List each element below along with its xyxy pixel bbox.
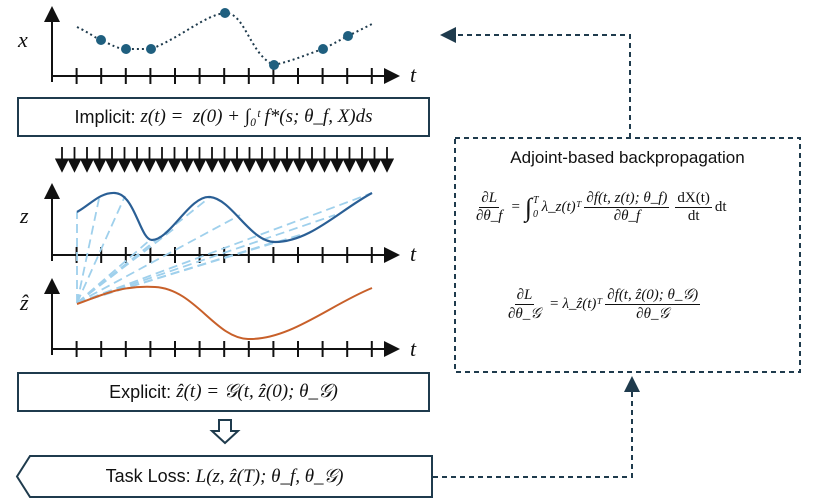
eq1-lambda: λ_z(t)ᵀ: [541, 199, 582, 215]
adjoint-panel-title: Adjoint-based backpropagation: [510, 148, 745, 167]
zhat-curve: [76, 285, 373, 341]
zhat-axis-label: ẑ: [20, 290, 29, 315]
task-loss-box: Task Loss: L(z, ẑ(T); θ_f, θ_𝒢): [17, 456, 432, 497]
adjoint-equation-g: ∂L∂θ_𝒢 = λ_ẑ(t)ᵀ ∂f(t, ẑ(0); θ_𝒢)∂θ_𝒢: [503, 286, 703, 323]
observation-point: [96, 35, 106, 45]
explicit-formula: ẑ(t) = 𝒢(t, ẑ(0); θ_𝒢): [176, 381, 338, 402]
t-axis-label-3: t: [410, 336, 417, 361]
implicit-box: Implicit: z(t) = z(0) + ∫₀ᵗ f*(s; θ_f, X…: [17, 97, 430, 137]
observation-point: [146, 44, 156, 54]
x-interpolated-curve: [76, 11, 373, 67]
eq1-tail: dt: [714, 199, 727, 215]
adjoint-panel-border: [454, 137, 801, 373]
explicit-prefix: Explicit:: [109, 381, 177, 402]
eq1-right-den: dt: [687, 208, 700, 224]
eq1-lhs-num: ∂L: [479, 190, 500, 208]
observation-point: [318, 44, 328, 54]
trajectory-dash-line: [76, 234, 301, 304]
implicit-prefix: Implicit:: [74, 106, 141, 127]
adjoint-panel: Adjoint-based backpropagation ∂L∂θ_f = ∫…: [455, 138, 800, 372]
x-axis-label: x: [18, 27, 28, 52]
task-loss-prefix: Task Loss:: [105, 466, 196, 486]
observation-point: [121, 44, 131, 54]
eq2-mid-num: ∂f(t, ẑ(0); θ_𝒢): [605, 287, 701, 305]
eq2-lhs-den: ∂θ_𝒢: [508, 305, 541, 322]
eq1-right-num: dX(t): [675, 190, 712, 208]
loss-to-adjoint-arrow: [433, 376, 640, 478]
eq1-lhs-den: ∂θ_f: [476, 208, 503, 224]
t-axis-label-2: t: [410, 241, 417, 266]
eq1-lower-limit: 0: [533, 208, 539, 220]
trajectory-dash-line: [76, 193, 101, 304]
eq2-mid-den: ∂θ_𝒢: [636, 306, 670, 322]
z-axis-label: z: [20, 203, 29, 228]
trajectory-dash-line: [76, 195, 126, 304]
hollow-down-arrow-icon: [209, 419, 241, 445]
t-axis-label-1: t: [410, 62, 417, 87]
trajectory-dash-line: [76, 214, 336, 304]
z-curve: [76, 191, 373, 244]
trajectory-dash-line: [76, 196, 211, 304]
task-loss-formula: L(z, ẑ(T); θ_f, θ_𝒢): [195, 465, 344, 487]
eq2-lhs-num: ∂L: [514, 286, 535, 305]
eq2-lambda: λ_ẑ(t)ᵀ: [562, 296, 603, 312]
feedback-arrow-to-input: [440, 27, 631, 138]
integral-icon: ∫: [524, 192, 533, 222]
eq1-equals: =: [511, 199, 520, 215]
explicit-box: Explicit: ẑ(t) = 𝒢(t, ẑ(0); θ_𝒢): [17, 372, 430, 412]
trajectory-dash-line: [76, 192, 373, 304]
observation-point: [269, 60, 279, 70]
trajectory-dash-line: [76, 214, 241, 304]
eq1-mid-num: ∂f(t, z(t); θ_f): [584, 190, 670, 208]
eq1-upper-limit: T: [533, 194, 539, 206]
eq1-mid-den: ∂θ_f: [613, 208, 641, 224]
eq2-equals: =: [549, 296, 559, 312]
task-loss-box-shape: [15, 455, 433, 498]
implicit-formula: z(t) = z(0) + ∫₀ᵗ f*(s; θ_f, X)ds: [140, 106, 373, 127]
observation-point: [220, 8, 230, 18]
observation-point: [343, 31, 353, 41]
